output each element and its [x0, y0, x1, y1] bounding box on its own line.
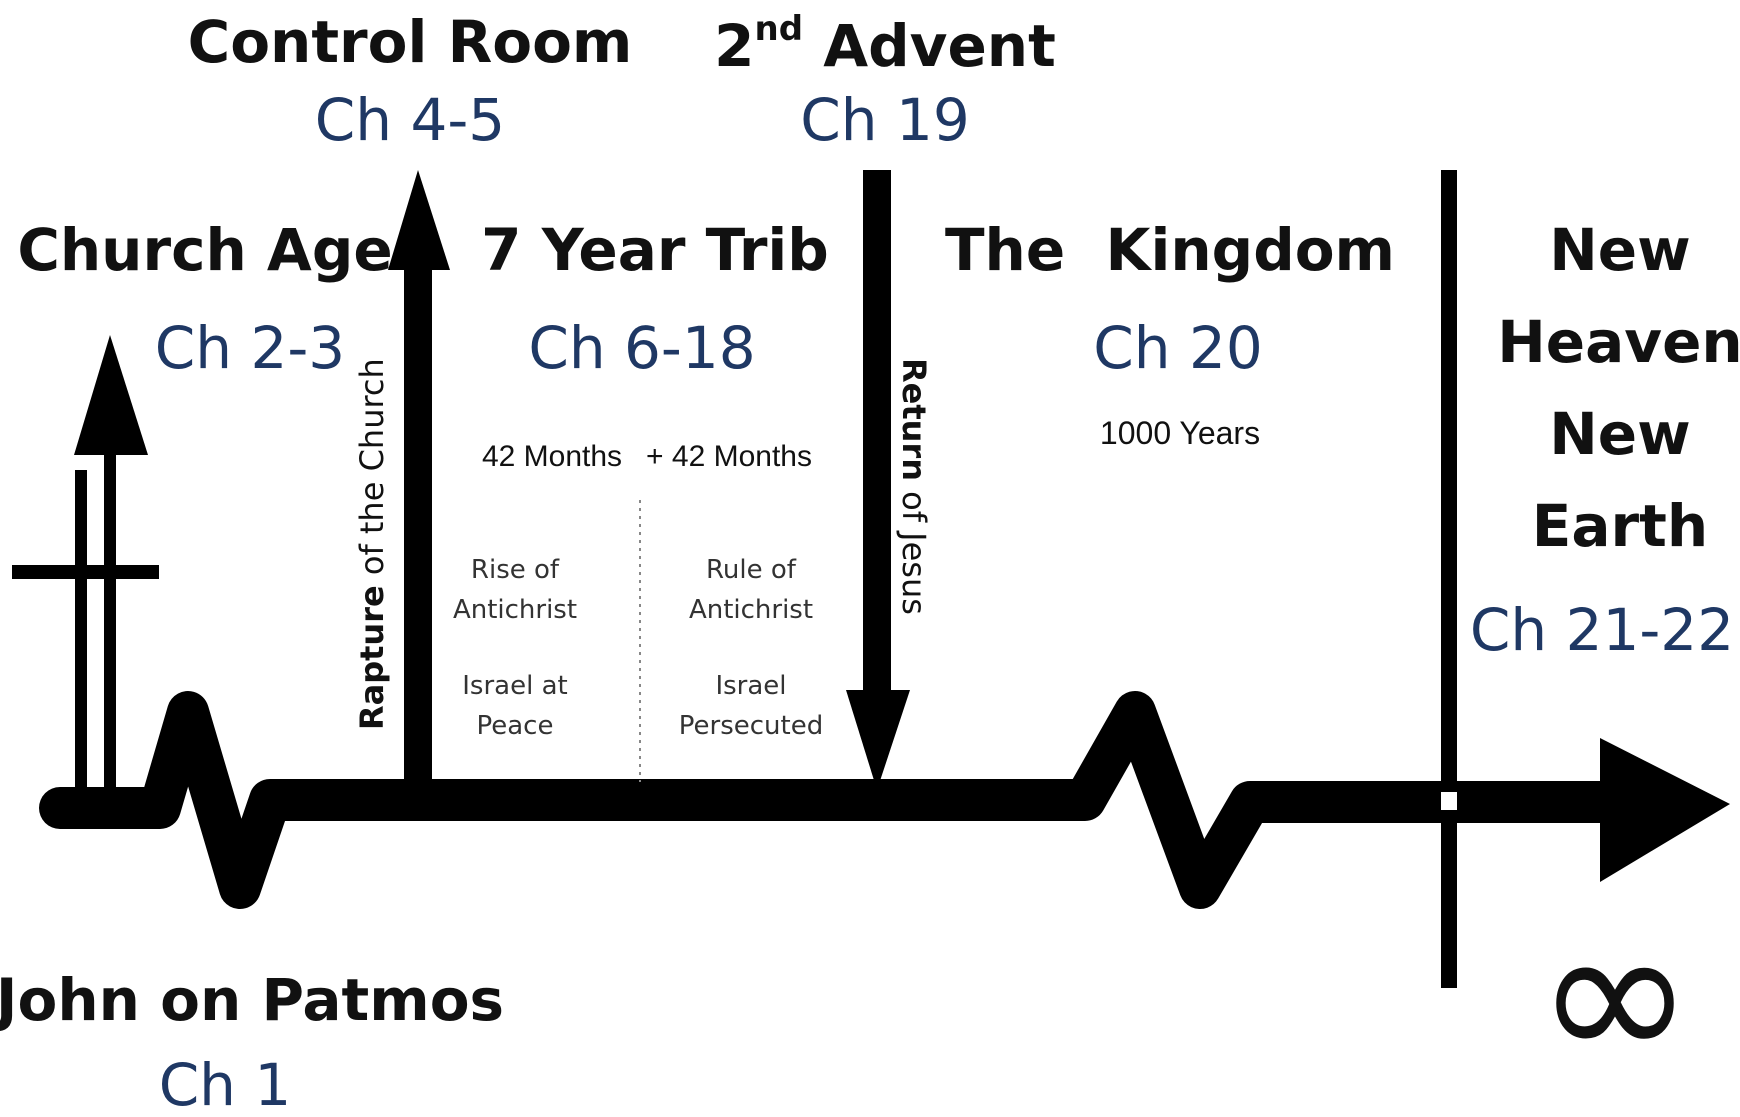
second-advent-chapter: Ch 19	[800, 86, 970, 154]
tribulation-months-2: + 42 Months	[646, 440, 812, 473]
infinity-icon: ∞	[1536, 884, 1694, 1105]
john-patmos-title: John on Patmos	[0, 966, 504, 1034]
second-half-line1: Rule of	[706, 555, 797, 585]
return-label: Return of Jesus	[895, 358, 933, 615]
rapture-arrow	[388, 170, 450, 800]
timeline-line	[39, 691, 1631, 909]
second-half-line4: Persecuted	[679, 711, 823, 741]
tribulation-months-1: 42 Months	[482, 440, 622, 473]
eternity-divider	[1441, 170, 1457, 988]
return-arrow	[846, 170, 910, 790]
first-half-line3: Israel at	[462, 671, 567, 701]
rapture-label: Rapture of the Church	[353, 358, 391, 730]
first-half-line1: Rise of	[471, 555, 560, 585]
second-half-line3: Israel	[715, 671, 786, 701]
kingdom-years: 1000 Years	[1100, 415, 1260, 451]
second-half-line2: Antichrist	[689, 595, 813, 625]
tribulation-title: 7 Year Trib	[481, 216, 829, 284]
ascension-arrow	[74, 335, 148, 790]
new-heaven-line4: Earth	[1532, 492, 1708, 560]
first-half-line4: Peace	[477, 711, 554, 741]
new-heaven-line2: Heaven	[1497, 308, 1740, 376]
second-advent-title: 2nd Advent	[714, 9, 1056, 80]
john-patmos-chapter: Ch 1	[159, 1051, 292, 1117]
control-room-chapter: Ch 4-5	[315, 86, 505, 154]
tribulation-chapter: Ch 6-18	[528, 314, 755, 382]
church-age-chapter: Ch 2-3	[155, 314, 345, 382]
new-heaven-line1: New	[1549, 216, 1690, 284]
kingdom-chapter: Ch 20	[1093, 314, 1263, 382]
cross-icon	[12, 470, 159, 790]
new-heaven-line3: New	[1549, 400, 1690, 468]
kingdom-title: The Kingdom	[945, 216, 1395, 284]
control-room-title: Control Room	[188, 8, 633, 76]
divider-notch	[1441, 792, 1457, 810]
first-half-line2: Antichrist	[453, 595, 577, 625]
new-heaven-chapter: Ch 21-22	[1470, 596, 1734, 664]
church-age-title: Church Age	[17, 216, 392, 284]
timeline-arrowhead	[1600, 738, 1730, 882]
